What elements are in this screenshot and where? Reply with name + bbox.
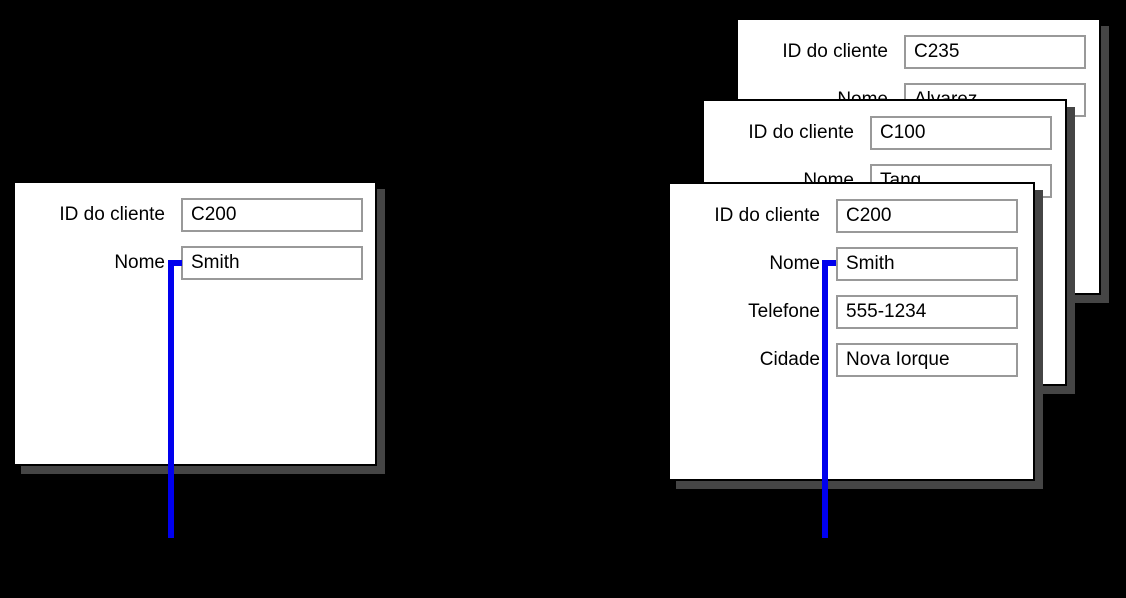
field-label-customer-id: ID do cliente [59, 204, 165, 225]
field-input-customer-id[interactable]: C200 [181, 198, 363, 232]
customer-form-card-left: ID do cliente C200 Nome Smith [13, 181, 377, 466]
form-field-row: ID do cliente C200 [15, 198, 375, 232]
form-field-row: Telefone 555-1234 [670, 295, 1033, 329]
field-label-phone: Telefone [748, 301, 820, 322]
field-input-phone[interactable]: 555-1234 [836, 295, 1018, 329]
field-label-city: Cidade [759, 349, 820, 370]
pointer-line-left-horizontal [168, 260, 182, 266]
field-input-city[interactable]: Nova Iorque [836, 343, 1018, 377]
form-field-row: Nome Smith [670, 247, 1033, 281]
form-field-row: ID do cliente C235 [738, 35, 1099, 69]
pointer-line-left-vertical [168, 260, 174, 538]
field-input-name[interactable]: Smith [836, 247, 1018, 281]
form-field-row: Cidade Nova Iorque [670, 343, 1033, 377]
field-label-name: Nome [114, 252, 165, 273]
pointer-line-right-vertical [822, 260, 828, 538]
field-label-name: Nome [769, 253, 820, 274]
field-input-customer-id[interactable]: C200 [836, 199, 1018, 233]
field-label-customer-id: ID do cliente [748, 122, 854, 143]
field-input-customer-id[interactable]: C235 [904, 35, 1086, 69]
form-field-row: Nome Smith [15, 246, 375, 280]
customer-form-card-stack-front: ID do cliente C200 Nome Smith Telefone 5… [668, 182, 1035, 481]
field-input-name[interactable]: Smith [181, 246, 363, 280]
form-field-row: ID do cliente C100 [704, 116, 1065, 150]
field-label-customer-id: ID do cliente [782, 41, 888, 62]
form-field-row: ID do cliente C200 [670, 199, 1033, 233]
field-label-customer-id: ID do cliente [714, 205, 820, 226]
field-input-customer-id[interactable]: C100 [870, 116, 1052, 150]
pointer-line-right-horizontal [822, 260, 836, 266]
